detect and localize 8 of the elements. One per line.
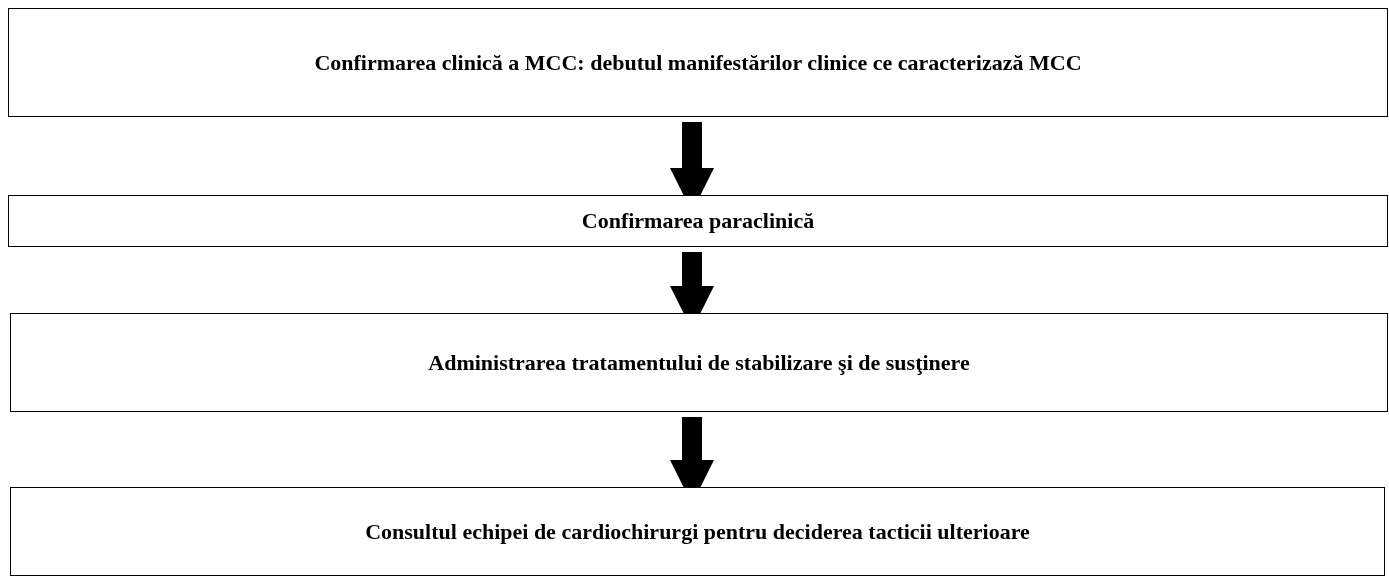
step-text: Consultul echipei de cardiochirurgi pentru deciderea tacticii ulterioare [365, 518, 1030, 545]
step-text: Administrarea tratamentului de stabilizare şi de susţinere [428, 349, 970, 376]
process-box [10, 313, 1388, 412]
process-box [8, 8, 1388, 117]
step-text: Confirmarea paraclinică [581, 208, 815, 234]
step-text: Confirmarea clinică a MCC: debutul manifestărilor clinice ce caracterizază MCC [314, 49, 1082, 76]
process-box [10, 487, 1385, 576]
process-box [8, 195, 1388, 247]
